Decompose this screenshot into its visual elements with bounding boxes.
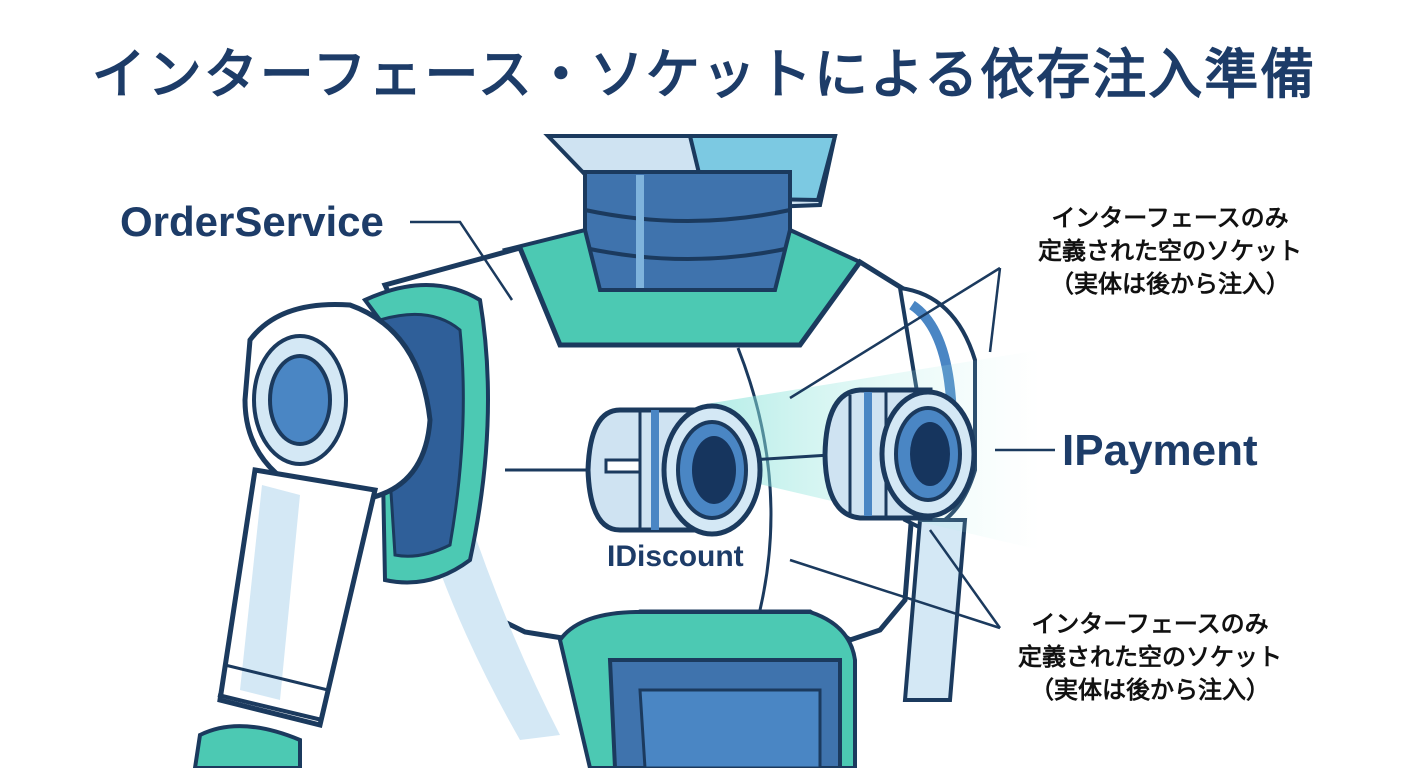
leader-lines	[410, 220, 1055, 630]
label-order-service: OrderService	[120, 198, 384, 245]
page-title: インターフェース・ソケットによる依存注入準備	[91, 43, 1317, 106]
annotation-top: インターフェースのみ 定義された空のソケット （実体は後から注入）	[1005, 202, 1335, 301]
left-arm	[192, 283, 490, 768]
annotation-bottom-line-2: 定義された空のソケット	[1018, 643, 1282, 671]
label-idiscount: IDiscount	[607, 540, 744, 573]
robot-neck	[583, 170, 792, 292]
annotation-top-line-2: 定義された空のソケット	[1038, 237, 1302, 265]
label-ipayment: IPayment	[1062, 426, 1258, 475]
annotation-bottom-line-1: インターフェースのみ	[1031, 610, 1269, 638]
socket-ipayment	[822, 387, 977, 521]
annotation-bottom: インターフェースのみ 定義された空のソケット （実体は後から注入）	[985, 608, 1315, 707]
annotation-top-line-1: インターフェースのみ	[1051, 204, 1289, 232]
annotation-bottom-line-3: （実体は後から注入）	[1030, 676, 1270, 704]
robot-waist	[557, 610, 857, 768]
socket-idiscount	[585, 403, 763, 537]
annotation-top-line-3: （実体は後から注入）	[1050, 270, 1290, 298]
